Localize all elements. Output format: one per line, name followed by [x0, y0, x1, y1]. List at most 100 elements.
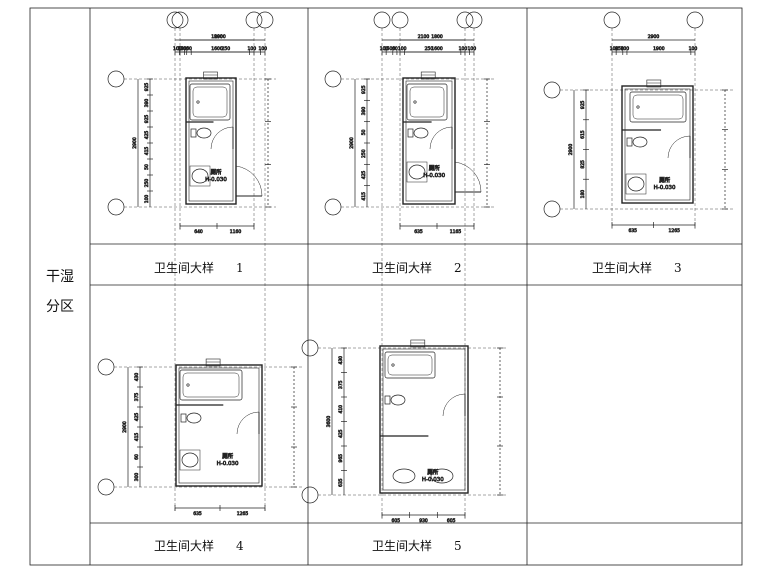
dimension-label: 250	[425, 46, 434, 52]
dimension-label: 925	[144, 83, 150, 92]
dimension-label: 60	[134, 454, 140, 460]
toilet-bowl	[196, 127, 212, 139]
dimension-label: 50	[144, 164, 150, 170]
dimension-label: 390	[144, 99, 150, 108]
axis-bubble	[107, 70, 125, 88]
caption-number: 5	[454, 539, 462, 553]
dimension-label: 415	[144, 147, 150, 156]
dimension-label: 425	[338, 429, 344, 438]
bathtub-inner	[632, 94, 684, 120]
door-swing	[442, 393, 466, 417]
axis-bubble	[373, 11, 391, 29]
dimension-label: 425	[361, 171, 367, 180]
room-level: H-0.030	[654, 185, 676, 191]
dimension-label: 635	[414, 229, 423, 235]
bathtub-inner	[192, 86, 228, 118]
bathtub-drain	[413, 100, 417, 104]
dimension-label: 2100	[418, 34, 430, 40]
axis-bubble	[391, 11, 409, 29]
window-vent	[420, 71, 436, 80]
vanity-counter	[179, 449, 201, 471]
axis-bubble	[107, 198, 125, 216]
outer-wall	[621, 85, 694, 204]
dimension-label: 250	[615, 46, 624, 52]
axis-bubble	[301, 486, 319, 504]
inner-wall	[188, 80, 234, 202]
dimension-label: 2900	[214, 34, 226, 40]
room-level: H-0.030	[423, 173, 445, 179]
axis-bubble	[166, 11, 184, 29]
dimension-label: 100	[459, 46, 468, 52]
dimension-label: 430	[134, 373, 140, 382]
dimension-label: 100	[621, 46, 630, 52]
dimension-label: 930	[419, 518, 428, 524]
caption-text: 卫生间大样	[372, 261, 433, 275]
toilet-tank	[180, 413, 187, 423]
basin	[181, 452, 199, 468]
dimension-label: 250	[144, 179, 150, 188]
dimension-label: 50	[361, 129, 367, 135]
bathtub-inner	[409, 86, 445, 118]
outer-wall	[175, 364, 263, 487]
dimension-label: 1265	[237, 511, 249, 517]
dimension-label: 1900	[653, 46, 665, 52]
dimension-label: 2900	[122, 421, 128, 433]
vanity-counter	[625, 173, 647, 195]
dimension-label: 100	[173, 46, 182, 52]
bathtub-drain	[186, 383, 190, 387]
dimension-label: 1500	[384, 46, 396, 52]
room-name: 厕所	[210, 168, 222, 176]
side-label-top: 干湿	[46, 269, 74, 285]
outer-wall	[379, 345, 469, 494]
axis-bubble	[301, 339, 319, 357]
dimension-label: 100	[178, 46, 187, 52]
basin	[627, 176, 645, 192]
axis-bubble	[324, 70, 342, 88]
dimension-label: 100	[247, 46, 256, 52]
side-label-bottom: 分区	[46, 299, 74, 315]
dimension-label: 100	[380, 46, 389, 52]
axis-bubble	[603, 11, 621, 29]
toilet-tank	[384, 395, 391, 405]
bathtub-drain	[391, 363, 395, 367]
room-name: 厕所	[222, 452, 234, 460]
window-vent	[205, 358, 221, 367]
entry-door-swing	[235, 165, 263, 197]
dimension-label: 300	[134, 473, 140, 482]
toilet-tank	[190, 128, 197, 138]
dimension-label: 1800	[431, 34, 443, 40]
bathtub	[629, 91, 687, 123]
dimension-label: 925	[361, 85, 367, 94]
dimension-label: 375	[134, 393, 140, 402]
dimension-label: 965	[338, 454, 344, 463]
dimension-label: 100	[689, 46, 698, 52]
vanity-counter	[189, 165, 211, 187]
dimension-label: 375	[338, 380, 344, 389]
caption-number: 1	[236, 261, 244, 275]
inner-wall	[382, 348, 466, 491]
dimension-label: 635	[193, 511, 202, 517]
axis-bubble	[543, 81, 561, 99]
dimension-label: 100	[398, 46, 407, 52]
window-vent	[203, 71, 218, 80]
door-swing	[236, 411, 260, 435]
window-vent	[410, 339, 426, 348]
axis-bubble	[465, 11, 483, 29]
dimension-label: 925	[580, 100, 586, 109]
dimension-label: 1600	[431, 46, 443, 52]
room-level: H-0.030	[217, 461, 239, 467]
caption-number: 2	[454, 261, 462, 275]
axis-bubble	[97, 358, 115, 376]
window-vent	[646, 79, 662, 88]
bathtub	[189, 83, 231, 121]
axis-bubble	[686, 11, 704, 29]
